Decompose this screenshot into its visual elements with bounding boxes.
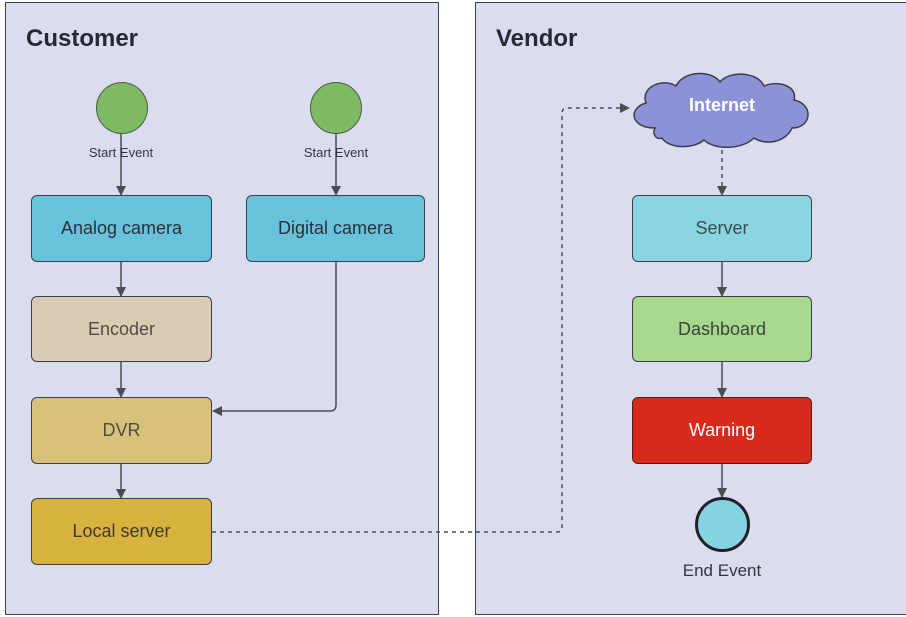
end-event-label: End Event [682, 561, 762, 580]
local-server-node: Local server [31, 498, 212, 565]
start-event-2-label: Start Event [303, 145, 369, 160]
warning-node: Warning [632, 397, 812, 464]
vendor-lane-title: Vendor [496, 25, 578, 52]
server-node: Server [632, 195, 812, 262]
customer-lane-title: Customer [26, 25, 139, 52]
dvr-node: DVR [31, 397, 212, 464]
edge-digital-dvr [212, 262, 337, 416]
start-event-1-label: Start Event [88, 145, 154, 160]
end-event [695, 497, 750, 552]
analog-camera-node: Analog camera [31, 195, 212, 262]
start-event-2 [310, 82, 362, 134]
encoder-node: Encoder [31, 296, 212, 362]
edge-localserver-internet [212, 103, 630, 533]
dashboard-node: Dashboard [632, 296, 812, 362]
internet-cloud [633, 72, 809, 148]
digital-camera-node: Digital camera [246, 195, 425, 262]
internet-label: Internet [688, 95, 755, 115]
start-event-1 [96, 82, 148, 134]
